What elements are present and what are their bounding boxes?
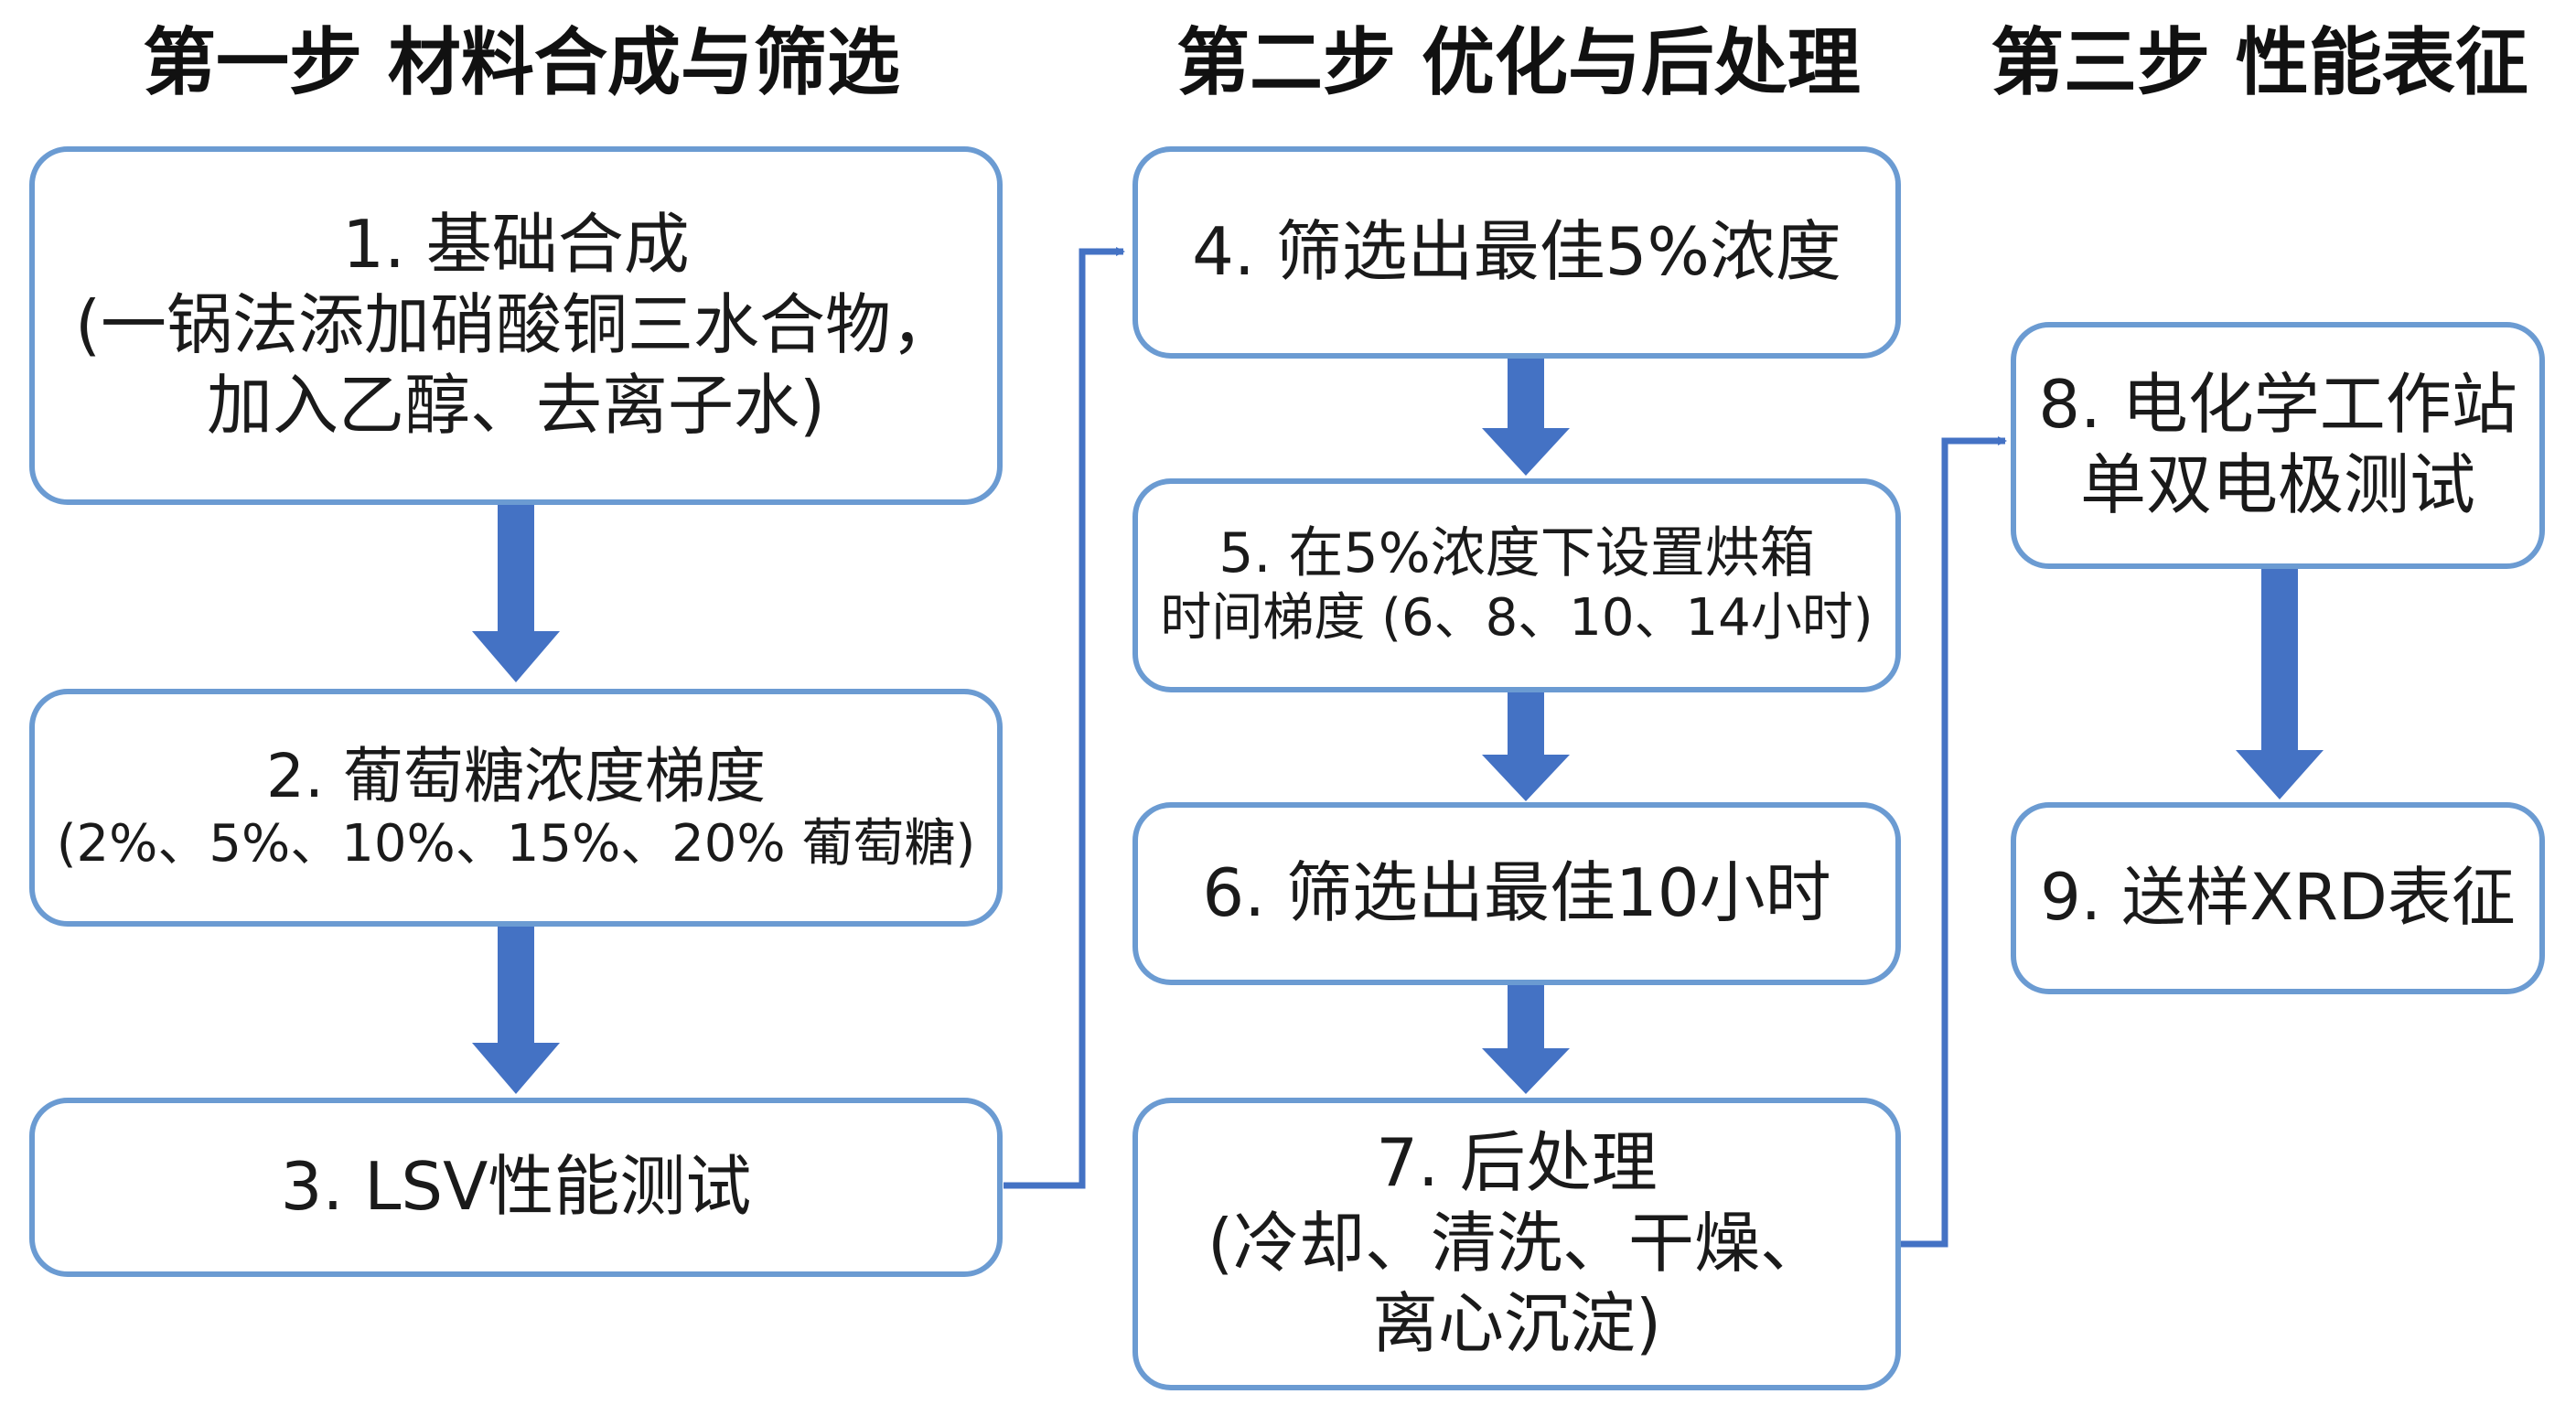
arrow-8-to-9 [2236,569,2324,799]
step-box-7: 7. 后处理 (冷却、清洗、干燥、 离心沉淀) [1132,1098,1901,1390]
step-5-title: 5. 在5%浓度下设置烘箱 [1218,521,1815,586]
step-7-title: 7. 后处理 [1376,1124,1658,1202]
arrow-1-to-2 [472,505,560,682]
step-8-detail: 单双电极测试 [2079,446,2475,523]
step-5-detail: 时间梯度 (6、8、10、14小时) [1160,588,1873,649]
arrow-4-to-5 [1482,359,1570,476]
step-1-detail-2: 加入乙醇、去离子水) [206,366,826,444]
step-4-title: 4. 筛选出最佳5%浓度 [1192,213,1841,291]
step-box-5: 5. 在5%浓度下设置烘箱 时间梯度 (6、8、10、14小时) [1132,478,1901,692]
connector-7-to-8 [1901,436,2007,1248]
arrow-6-to-7 [1482,985,1570,1094]
step-3-title: 3. LSV性能测试 [280,1148,752,1226]
step-7-detail-1: (冷却、清洗、干燥、 [1207,1205,1827,1282]
connector-3-to-4 [1004,247,1125,1189]
step-7-detail-2: 离心沉淀) [1371,1284,1662,1362]
step-box-9: 9. 送样XRD表征 [2011,802,2545,994]
step1-header: 第一步 材料合成与筛选 [143,20,900,105]
step-6-title: 6. 筛选出最佳10小时 [1202,854,1831,932]
step-box-4: 4. 筛选出最佳5%浓度 [1132,146,1901,359]
step-box-1: 1. 基础合成 (一锅法添加硝酸铜三水合物， 加入乙醇、去离子水) [29,146,1003,505]
arrow-5-to-6 [1482,692,1570,801]
step-1-detail-1: (一锅法添加硝酸铜三水合物， [74,286,958,364]
step-2-title: 2. 葡萄糖浓度梯度 [266,740,766,811]
step-1-title: 1. 基础合成 [342,206,690,284]
step-box-8: 8. 电化学工作站 单双电极测试 [2011,322,2545,569]
arrow-2-to-3 [472,927,560,1094]
step-9-title: 9. 送样XRD表征 [2040,860,2516,936]
step-8-title: 8. 电化学工作站 [2038,366,2517,444]
step-box-3: 3. LSV性能测试 [29,1098,1003,1277]
step2-header: 第二步 优化与后处理 [1176,20,1861,105]
step-box-2: 2. 葡萄糖浓度梯度 (2%、5%、10%、15%、20% 葡萄糖) [29,689,1003,927]
step3-header: 第三步 性能表征 [1991,20,2528,105]
step-box-6: 6. 筛选出最佳10小时 [1132,802,1901,985]
step-2-detail: (2%、5%、10%、15%、20% 葡萄糖) [56,814,976,874]
